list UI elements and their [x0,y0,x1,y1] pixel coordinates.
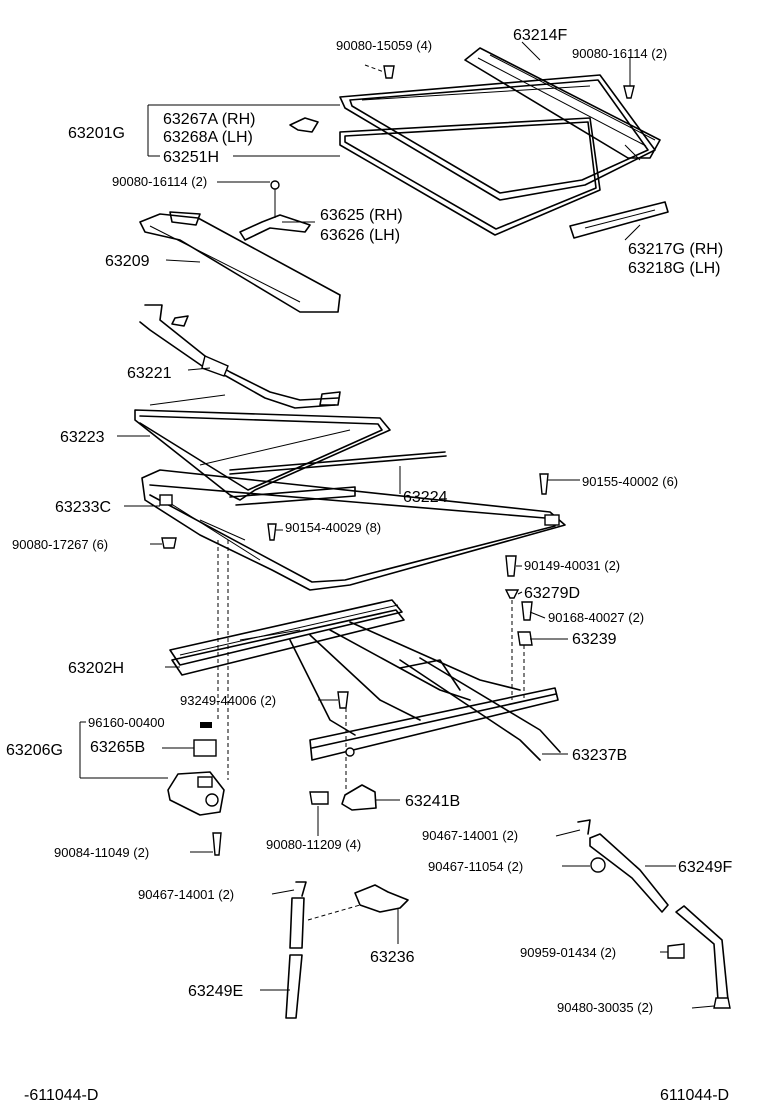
drain-hose-63249F [577,819,731,1009]
guide-frame-63223 [134,394,391,506]
label-63209: 63209 [105,253,150,270]
label-63236: 63236 [370,949,415,966]
drive-cable-63221 [139,304,341,409]
label-63265B: 63265B [90,739,145,756]
label-90467-14001-left: 90467-14001 (2) [138,887,234,902]
label-90080-17267: 90080-17267 (6) [12,537,108,552]
bracket-63241B [341,784,377,811]
side-seal-63217G [569,201,669,239]
housing-frame-63233C [141,469,566,591]
label-63268A: 63268A (LH) [163,129,253,146]
label-90080-16114-top: 90080-16114 (2) [572,46,667,61]
footer-code-left: -611044-D [24,1087,98,1104]
label-90467-11054: 90467-11054 (2) [428,859,523,874]
drain-tube-63224 [229,451,447,475]
label-90080-11209: 90080-11209 (4) [266,837,361,852]
label-63218G: 63218G (LH) [628,260,721,277]
label-63233C: 63233C [55,499,111,516]
front-deflector-63214F [464,47,661,161]
leader-lines [79,41,715,1009]
drain-hose-63249E [285,881,307,1019]
sunroof-glass-panel [339,74,656,201]
label-63214F: 63214F [513,27,567,44]
sunshade-63209 [139,211,341,313]
label-63223: 63223 [60,429,105,446]
label-90168-40027: 90168-40027 (2) [548,610,644,625]
footer-code-right: 611044-D [660,1087,729,1104]
label-93249-44006: 93249-44006 (2) [180,693,276,708]
rail-63202H [169,599,405,676]
label-90080-15059: 90080-15059 (4) [336,38,432,53]
rail-cross-members [289,621,561,761]
rail-63237B [309,659,559,761]
label-63221: 63221 [127,365,172,382]
label-63279D: 63279D [524,585,580,602]
label-63625: 63625 (RH) [320,207,403,224]
part-labels: 90080-15059 (4) 63214F 90080-16114 (2) 6… [6,27,732,1104]
label-90149-40031: 90149-40031 (2) [524,558,620,573]
label-63206G: 63206G [6,742,63,759]
label-90084-11049: 90084-11049 (2) [54,845,149,860]
label-90480-30035: 90480-30035 (2) [557,1000,653,1015]
label-63224: 63224 [403,489,448,506]
bracket-63625 [239,180,311,241]
label-63237B: 63237B [572,747,627,764]
sunroof-glass-weatherstrip [339,117,601,236]
label-63239: 63239 [572,631,617,648]
label-90155-40002: 90155-40002 (6) [582,474,678,489]
label-90080-16114-left: 90080-16114 (2) [112,174,207,189]
label-90154-40029: 90154-40029 (8) [285,520,381,535]
label-63626: 63626 (LH) [320,227,400,244]
label-63202H: 63202H [68,660,124,677]
fasteners [161,65,635,856]
motor-63206G [167,722,225,816]
label-63201G: 63201G [68,125,125,142]
label-63267A: 63267A (RH) [163,111,256,128]
label-63241B: 63241B [405,793,460,810]
label-63217G: 63217G (RH) [628,241,723,258]
label-90467-14001-right: 90467-14001 (2) [422,828,518,843]
bracket-63267A [289,117,319,133]
label-63249E: 63249E [188,983,243,1000]
clip-63236 [354,884,409,913]
label-63251H: 63251H [163,149,219,166]
label-96160-00400: 96160-00400 [88,715,165,730]
label-90959-01434: 90959-01434 (2) [520,945,616,960]
label-63249F: 63249F [678,859,732,876]
